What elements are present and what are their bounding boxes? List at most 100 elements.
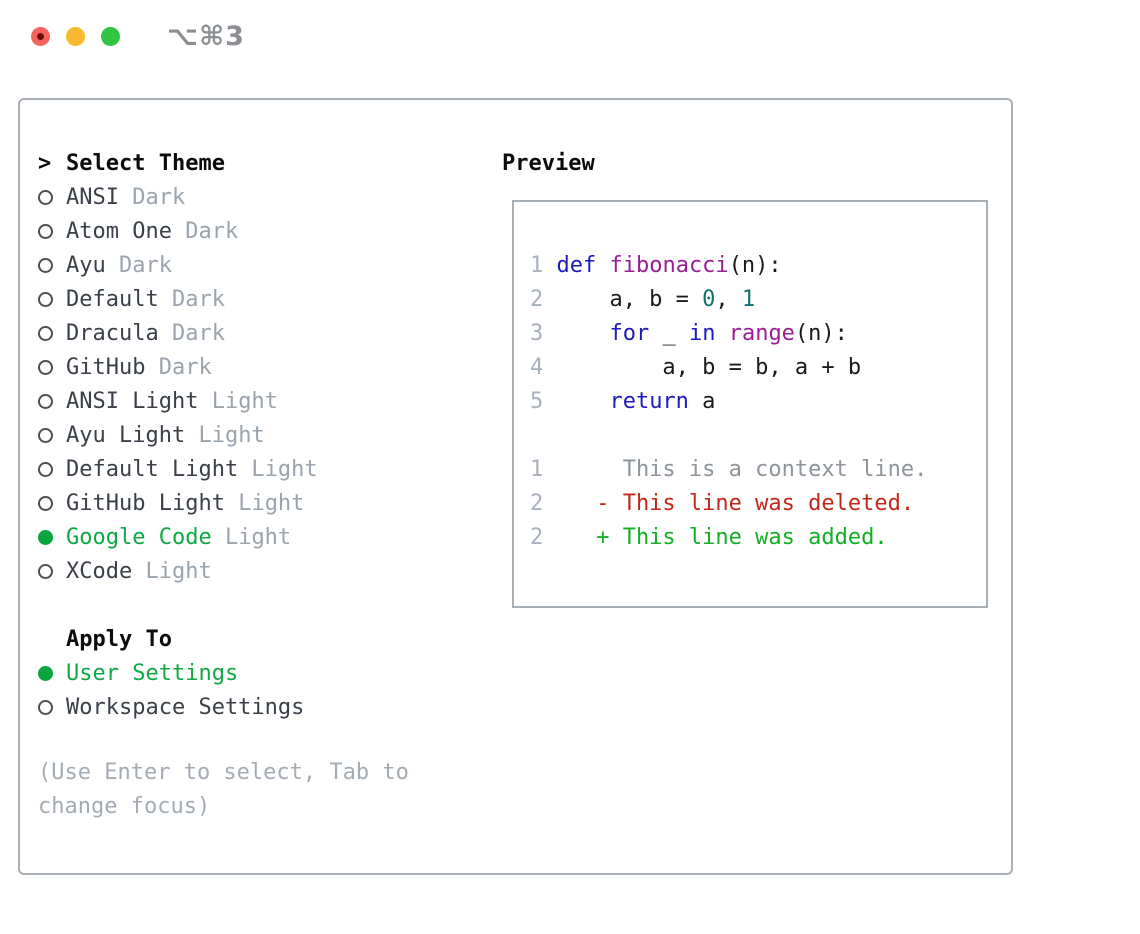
- theme-name: Default Light: [66, 456, 239, 482]
- apply-label: Workspace Settings: [66, 694, 305, 720]
- code-token: a: [688, 388, 716, 414]
- theme-name: ANSI Light: [66, 388, 199, 414]
- code-token: in: [688, 320, 716, 346]
- theme-name: Google Code: [66, 524, 212, 550]
- code-line: 4 a, b = b, a + b: [530, 350, 986, 384]
- preview-title: Preview: [502, 150, 595, 176]
- code-token: [596, 253, 609, 278]
- apply-item-workspace-settings[interactable]: Workspace Settings: [38, 690, 304, 724]
- theme-item-dracula[interactable]: Dracula Dark: [38, 316, 318, 350]
- theme-item-ansi-light[interactable]: ANSI Light Light: [38, 384, 318, 418]
- theme-name: Atom One: [66, 218, 172, 244]
- marker-col: [38, 257, 66, 273]
- theme-item-github-light[interactable]: GitHub Light Light: [38, 486, 318, 520]
- code-token: 1: [741, 286, 756, 312]
- theme-item-ayu[interactable]: Ayu Dark: [38, 248, 318, 282]
- apply-item-user-settings[interactable]: User Settings: [38, 656, 304, 690]
- code-token: fibonacci: [609, 252, 729, 278]
- code-token: for: [609, 320, 650, 346]
- help-text: (Use Enter to select, Tab to change focu…: [38, 760, 423, 819]
- code-token: def: [556, 252, 597, 278]
- code-token: 0: [702, 286, 716, 312]
- theme-variant: Dark: [118, 184, 186, 210]
- code-token: [556, 389, 609, 414]
- radio-icon: [38, 359, 53, 375]
- code-line: 1 This is a context line.: [530, 452, 986, 486]
- code-token: - This line was deleted.: [556, 490, 915, 516]
- theme-name: ANSI: [66, 184, 119, 210]
- radio-icon: [38, 699, 53, 715]
- close-button[interactable]: [31, 27, 50, 46]
- theme-item-ansi[interactable]: ANSI Dark: [38, 180, 318, 214]
- apply-to-header-row: Apply To: [38, 622, 304, 656]
- theme-item-xcode[interactable]: XCode Light: [38, 554, 318, 588]
- radio-icon: [38, 189, 53, 205]
- apply-label: User Settings: [66, 660, 239, 686]
- code-token: + This line was added.: [556, 524, 888, 550]
- code-token: ,: [715, 286, 742, 312]
- theme-name: GitHub Light: [66, 490, 225, 516]
- line-number: 1: [530, 456, 544, 482]
- theme-variant: Light: [198, 388, 278, 414]
- select-theme-header-row: > Select Theme: [38, 146, 318, 180]
- line-number: 3: [530, 320, 544, 346]
- code-token: range: [728, 320, 795, 346]
- theme-variant: Dark: [158, 286, 225, 312]
- marker-col: [38, 563, 66, 579]
- radio-icon: [38, 257, 53, 273]
- marker-col: [38, 325, 66, 341]
- radio-icon: [38, 291, 53, 307]
- theme-item-github[interactable]: GitHub Dark: [38, 350, 318, 384]
- apply-to-header: Apply To: [66, 626, 172, 652]
- marker-col: [38, 427, 66, 443]
- code-line: 2 + This line was added.: [530, 520, 986, 554]
- theme-variant: Dark: [105, 252, 172, 278]
- titlebar: ⌥⌘3: [0, 0, 1140, 75]
- line-number: 1: [530, 252, 544, 278]
- minimize-button[interactable]: [66, 27, 85, 46]
- theme-item-default[interactable]: Default Dark: [38, 282, 318, 316]
- line-number: 2: [530, 490, 544, 516]
- radio-icon: [38, 563, 53, 579]
- theme-name: XCode: [66, 558, 133, 584]
- theme-name: Ayu Light: [66, 422, 186, 448]
- code-token: a, b =: [556, 286, 703, 312]
- line-number: 5: [530, 388, 544, 414]
- code-token: _: [649, 320, 689, 346]
- marker-col: [38, 393, 66, 409]
- header-marker-col: >: [38, 151, 66, 176]
- theme-item-default-light[interactable]: Default Light Light: [38, 452, 318, 486]
- theme-name: Ayu: [66, 252, 106, 278]
- theme-item-google-code[interactable]: Google Code Light: [38, 520, 318, 554]
- theme-name: Default: [66, 286, 159, 312]
- theme-variant: Light: [211, 524, 292, 550]
- radio-icon: [38, 325, 53, 341]
- code-line: 3 for _ in range(n):: [530, 316, 986, 350]
- code-token: return: [609, 388, 689, 414]
- radio-icon: [38, 223, 53, 239]
- line-number: 2: [530, 524, 544, 550]
- code-token: (n):: [794, 320, 848, 346]
- marker-col: [38, 291, 66, 307]
- select-theme-header: Select Theme: [66, 150, 225, 176]
- theme-item-ayu-light[interactable]: Ayu Light Light: [38, 418, 318, 452]
- marker-col: [38, 529, 66, 545]
- code-token: a, b = b, a + b: [556, 354, 862, 380]
- marker-col: [38, 189, 66, 205]
- theme-variant: Light: [132, 558, 212, 584]
- zoom-button[interactable]: [101, 27, 120, 46]
- theme-variant: Light: [185, 422, 265, 448]
- code-line: 2 - This line was deleted.: [530, 486, 986, 520]
- theme-item-atom-one[interactable]: Atom One Dark: [38, 214, 318, 248]
- theme-name: GitHub: [66, 354, 146, 380]
- radio-selected-icon: [38, 665, 53, 681]
- theme-variant: Dark: [158, 320, 225, 346]
- window-title: ⌥⌘3: [167, 21, 245, 52]
- theme-name: Dracula: [66, 320, 159, 346]
- marker-col: [38, 495, 66, 511]
